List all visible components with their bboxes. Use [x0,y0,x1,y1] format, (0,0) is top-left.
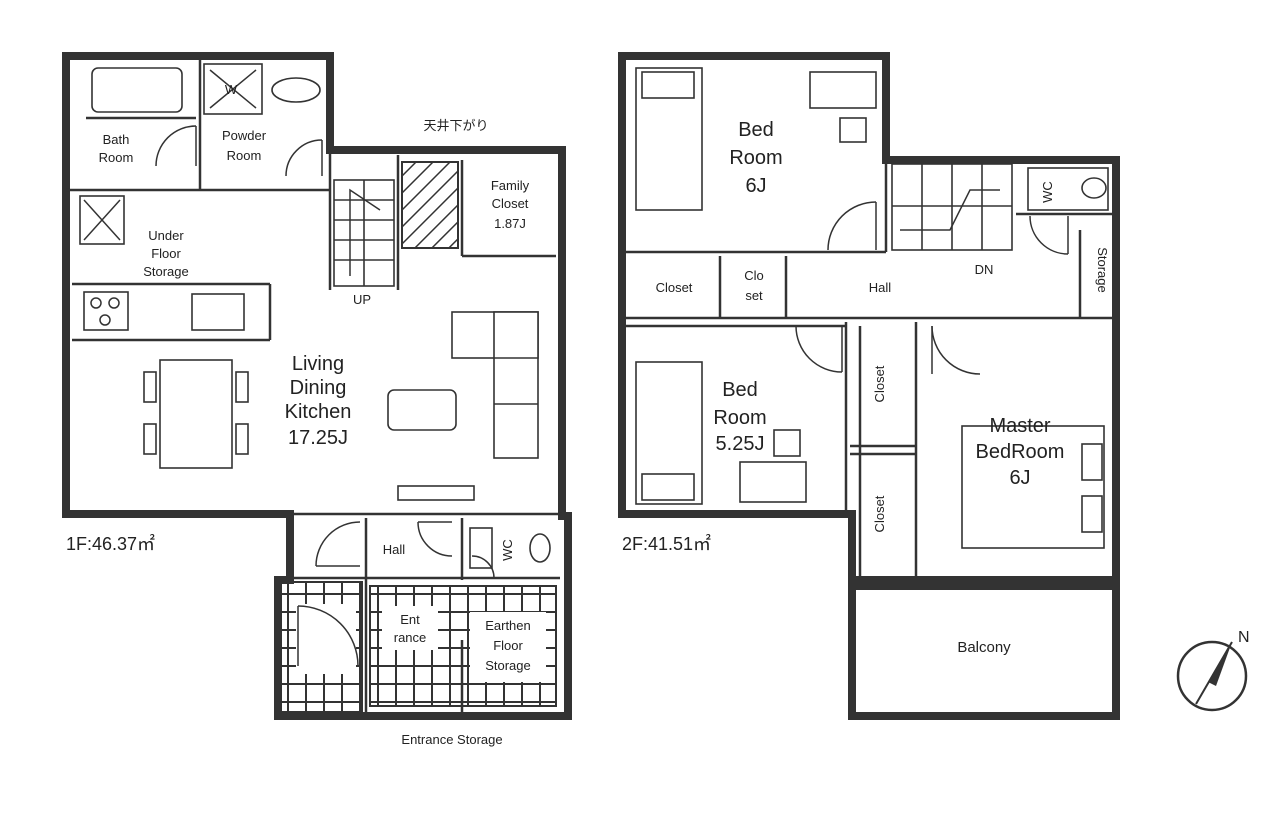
floor1-doors [155,125,495,667]
bed1-label-2: Room [729,147,782,169]
sofa [451,311,539,459]
closet-b-label-1: Clo [744,268,764,283]
under-floor-label-1: Under [148,228,184,243]
floor2-area: 2F:41.51㎡ [622,533,711,554]
earthen-label-1: Earthen [485,618,531,633]
desk-1 [809,71,877,109]
floor2-partitions [626,160,1112,576]
under-floor-label-3: Storage [143,264,189,279]
hall1-label: Hall [383,542,406,557]
ldk-label-1: Living [292,353,344,375]
entrance-storage-label: Entrance Storage [401,732,502,747]
closet-d-label: Closet [872,495,887,532]
bed1-label-1: Bed [738,119,774,141]
sink [271,77,321,103]
family-closet-label-1: Family [491,178,530,193]
tv-board [397,485,475,501]
bath-label-2: Room [99,150,134,165]
ldk-label-4: 17.25J [288,427,348,449]
earthen-label-3: Storage [485,658,531,673]
ceiling-drop-area [401,161,459,249]
balcony-label: Balcony [957,639,1011,656]
floor2-doors [795,201,1069,375]
dining-table [159,359,233,469]
dn-label: DN [975,262,994,277]
floor2-stairs [891,163,1013,251]
storage-label: Storage [1095,247,1110,293]
powder-label-2: Room [227,148,262,163]
master-bed [961,425,1105,549]
bed2-label-3: 5.25J [716,433,765,455]
family-closet-label-2: Closet [492,196,529,211]
balcony-wall [848,582,1120,720]
washer-label: W [225,82,238,97]
ceiling-note: 天井下がり [423,118,488,133]
family-closet-label-3: 1.87J [494,216,526,231]
closet-c-label: Closet [872,365,887,402]
floor1-stairs [333,179,395,287]
master-label-3: 6J [1009,467,1030,489]
compass-label: N [1238,629,1250,646]
stove [83,291,129,331]
bath-label-1: Bath [103,132,130,147]
entrance-label-1: Ent [400,612,420,627]
floor2-outer-wall [618,52,1120,584]
ldk-label-2: Dining [290,377,347,399]
coffee-table [387,389,457,431]
floor1-partitions [66,60,562,712]
wc2-label: WC [1040,181,1055,203]
entrance-label-2: rance [394,630,427,645]
floor1-area: 1F:46.37㎡ [66,533,155,554]
master-label-1: Master [989,415,1050,437]
bathtub [91,67,183,113]
closet-a-label: Closet [656,280,693,295]
wc-tank [469,527,493,569]
floor2-plan: Bed Room 6J Closet Clo set Hall DN Stora… [618,52,1120,720]
ldk-label-3: Kitchen [285,401,352,423]
desk-2 [739,461,807,503]
bed2-label-1: Bed [722,379,758,401]
closet-b-label-2: set [745,288,763,303]
bed1-label-3: 6J [745,175,766,197]
master-label-2: BedRoom [976,441,1065,463]
floor1-plan: W [62,52,572,747]
under-floor-label-2: Floor [151,246,181,261]
kitchen-sink [191,293,245,331]
up-label: UP [353,292,371,307]
compass-icon: N [1176,629,1250,712]
earthen-label-2: Floor [493,638,523,653]
bed2-label-2: Room [713,407,766,429]
wc1-label: WC [500,539,515,561]
powder-label-1: Powder [222,128,267,143]
hall2-label: Hall [869,280,892,295]
